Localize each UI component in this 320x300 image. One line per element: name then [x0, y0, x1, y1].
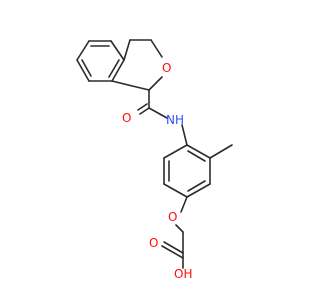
bond [209, 144, 233, 159]
bond-layer [76, 39, 233, 269]
bond [163, 241, 184, 254]
bond [163, 183, 188, 198]
atom-label-o1: O [162, 61, 171, 75]
bond [180, 196, 188, 213]
bond [187, 180, 206, 192]
bond [76, 59, 90, 82]
atom-label-o2: O [122, 111, 131, 125]
atom-label-layer: O O NH O O OH [122, 61, 192, 281]
bond [108, 59, 120, 78]
bond [81, 59, 92, 77]
bond [123, 39, 131, 61]
bond [76, 40, 90, 61]
bond [175, 224, 184, 233]
bond [187, 150, 206, 162]
bond [137, 103, 148, 111]
bond [148, 107, 168, 119]
bond [181, 124, 188, 146]
bond [163, 144, 188, 159]
bond [111, 80, 150, 91]
atom-label-o3: O [168, 210, 177, 224]
bond [186, 183, 211, 198]
bond [110, 40, 125, 61]
bond [148, 76, 163, 91]
bond [139, 107, 150, 115]
atom-label-o4: O [149, 236, 158, 250]
bond [161, 245, 184, 259]
bond [111, 59, 125, 82]
atom-label-oh: OH [174, 267, 192, 281]
bond [186, 144, 211, 159]
atom-label-nh: NH [166, 113, 184, 127]
structure-diagram: O O NH O O OH [76, 39, 233, 281]
bond [150, 39, 163, 58]
